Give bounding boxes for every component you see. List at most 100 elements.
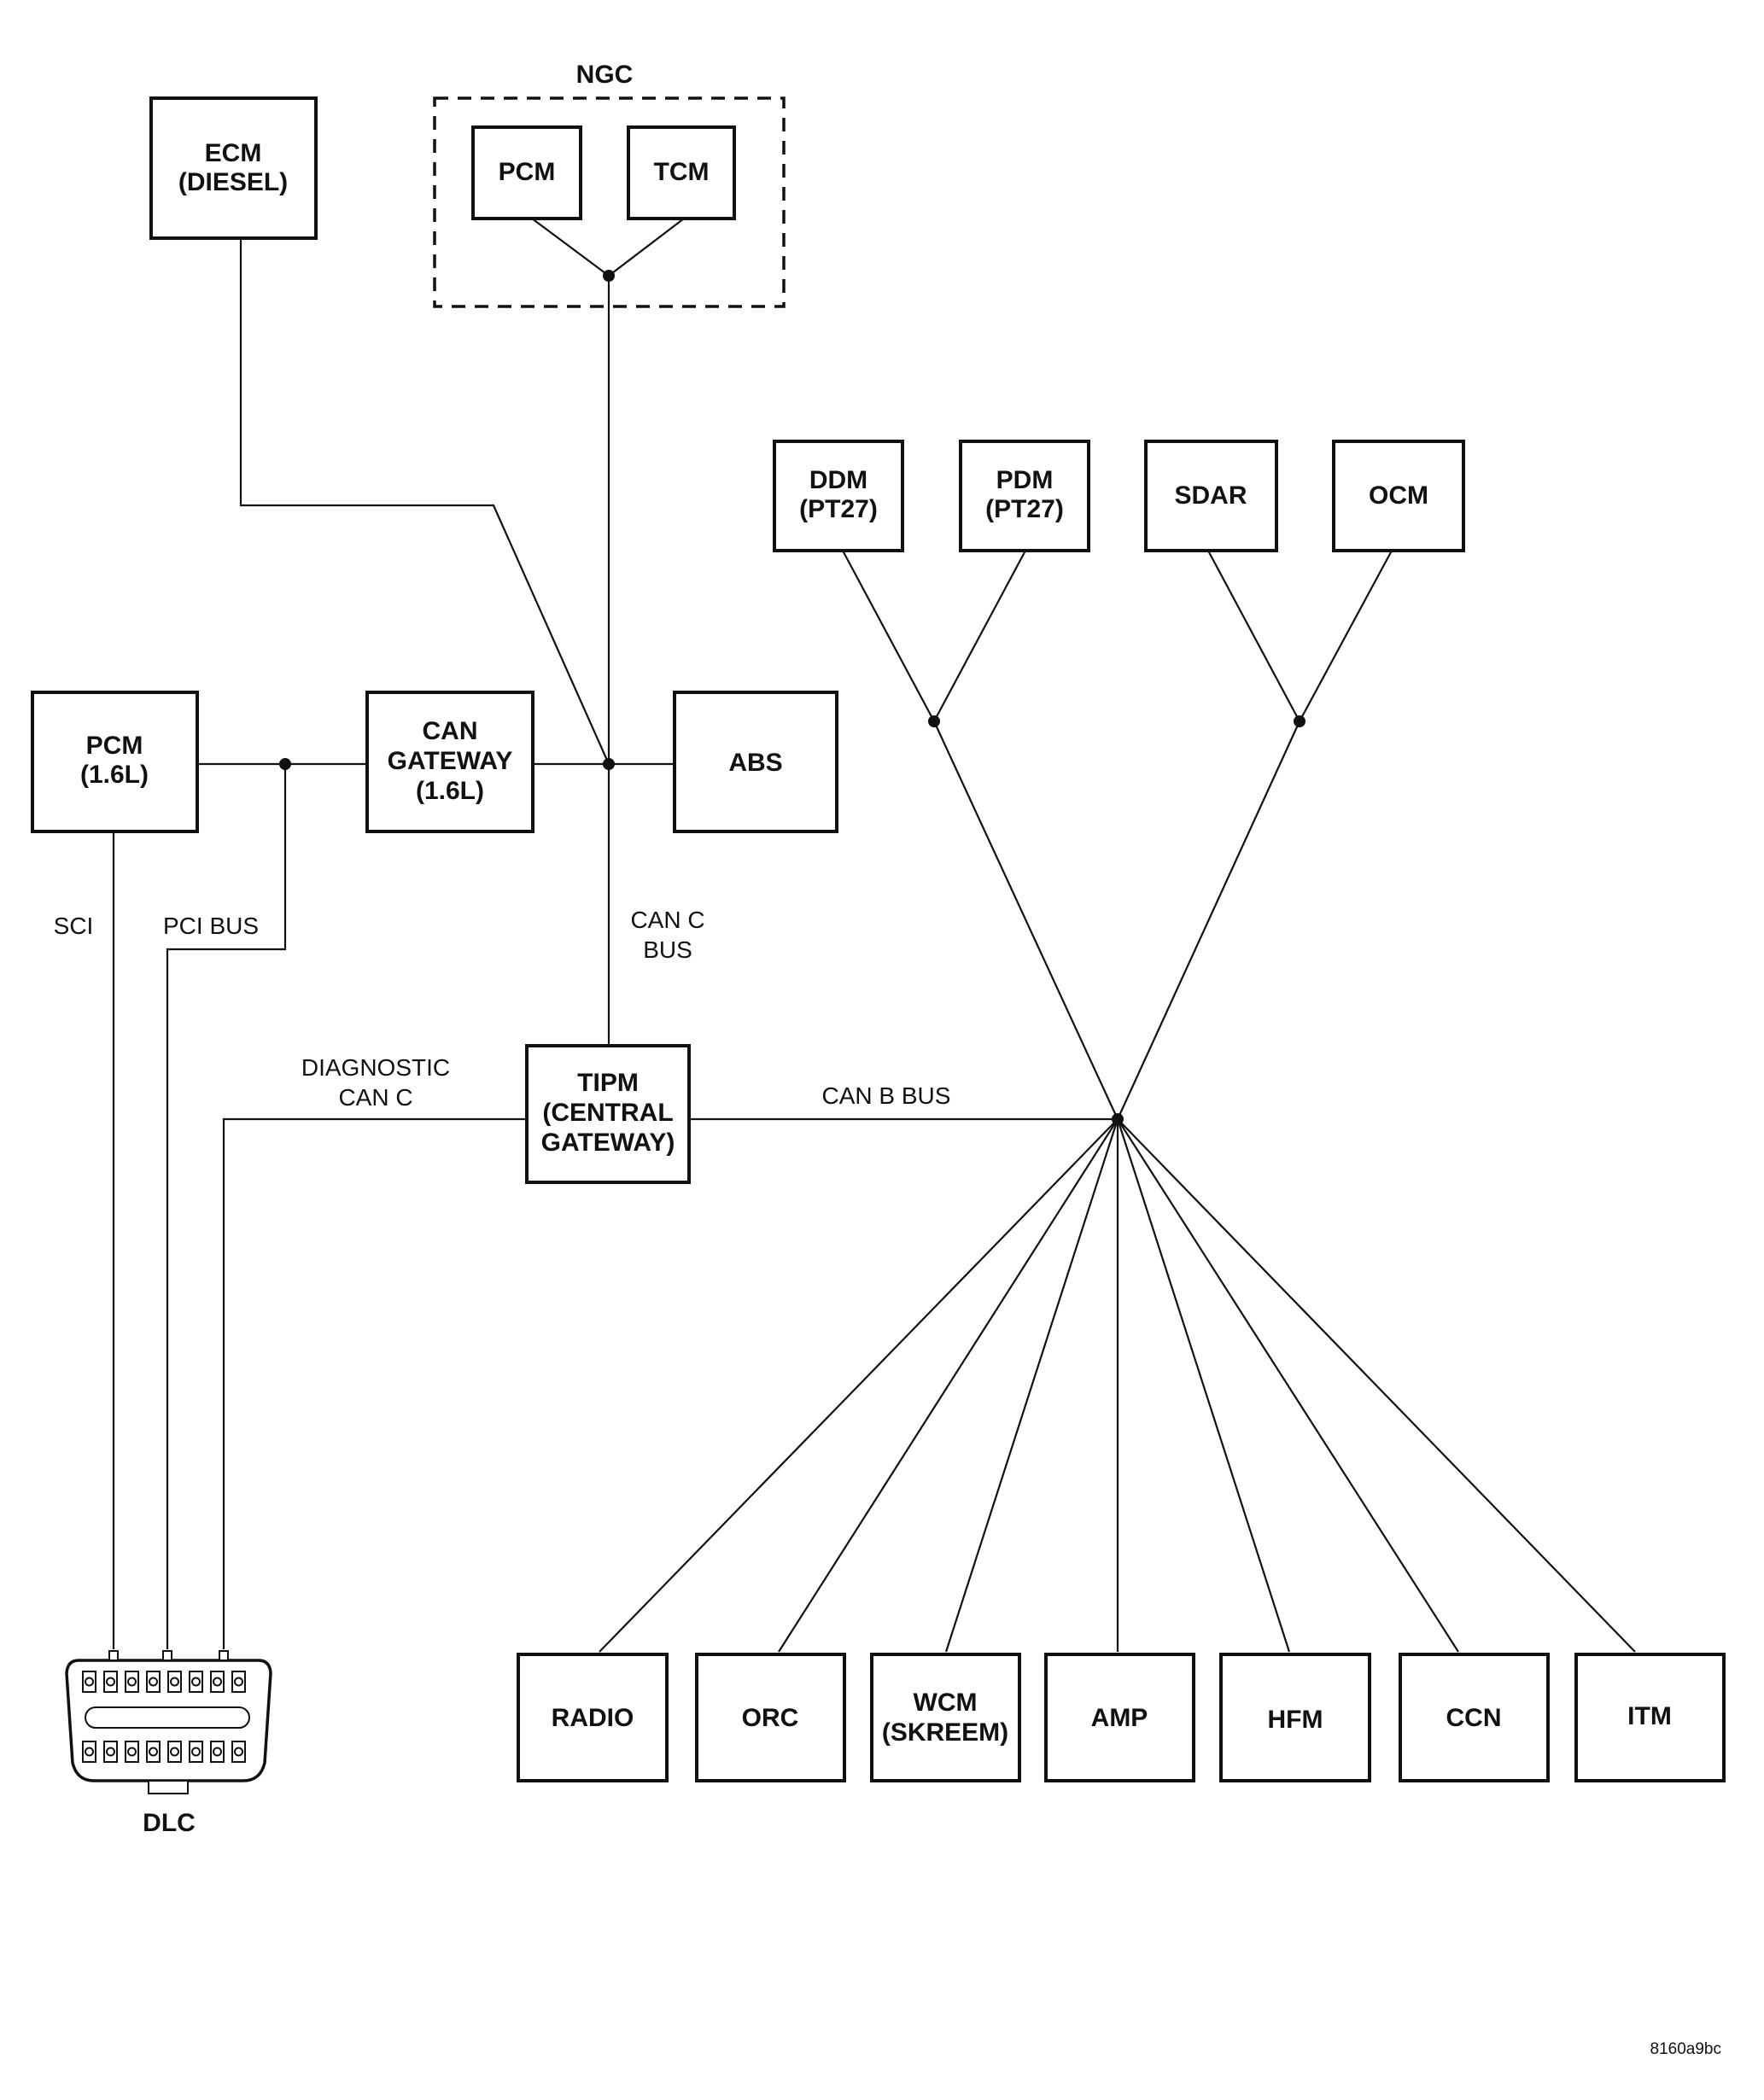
module-ddm: DDM(PT27): [773, 440, 904, 552]
module-label: TCM: [654, 158, 710, 186]
junction-can-c: [603, 758, 615, 770]
module-label: (DIESEL): [178, 168, 288, 196]
module-label: GATEWAY): [541, 1129, 675, 1157]
ngc-group-label: NGC: [576, 61, 634, 89]
module-label: HFM: [1268, 1706, 1323, 1734]
svg-text:ITM: ITM: [1627, 1702, 1672, 1730]
wire-ocm: [1299, 550, 1393, 722]
wire-itm: [1117, 1118, 1636, 1653]
wire-ddm: [842, 550, 935, 722]
bus-label-pci-bus: PCI BUS: [163, 913, 259, 939]
svg-text:ORC: ORC: [742, 1704, 799, 1732]
module-abs: ABS: [673, 691, 838, 833]
dlc-pin-hole: [149, 1747, 158, 1757]
junction-can-b: [1112, 1113, 1124, 1125]
module-label: (CENTRAL: [542, 1099, 673, 1127]
module-label: PDM: [996, 466, 1054, 494]
svg-text:HFM: HFM: [1268, 1706, 1323, 1734]
dlc-pin-hole: [106, 1747, 115, 1757]
dlc-pin-hole: [213, 1747, 222, 1757]
svg-text:ABS: ABS: [728, 749, 782, 777]
svg-text:AMP: AMP: [1091, 1704, 1148, 1732]
module-tcm: TCM: [627, 125, 736, 220]
module-label: TIPM: [577, 1069, 639, 1097]
svg-text:OCM: OCM: [1369, 481, 1428, 510]
module-label: CAN: [423, 717, 478, 745]
wire-radio: [599, 1118, 1119, 1653]
junction-ngc: [603, 270, 615, 282]
module-label: PCM: [499, 158, 556, 186]
svg-text:PCM: PCM: [499, 158, 556, 186]
wire-ecm-diesel: [239, 238, 610, 765]
wire-sdar-ocm-trunk: [1116, 720, 1301, 1120]
module-label: AMP: [1091, 1704, 1148, 1732]
svg-text:CCN: CCN: [1446, 1704, 1502, 1732]
module-orc: ORC: [695, 1653, 846, 1782]
wiring: [112, 218, 1636, 1653]
module-wcm: WCM(SKREEM): [870, 1653, 1021, 1782]
junction-ddm-pdm: [928, 715, 940, 727]
module-amp: AMP: [1044, 1653, 1195, 1782]
module-ecm-diesel: ECM(DIESEL): [149, 96, 318, 240]
svg-text:WCM(SKREEM): WCM(SKREEM): [882, 1689, 1008, 1747]
module-sdar: SDAR: [1144, 440, 1278, 552]
module-label: WCM: [914, 1689, 978, 1717]
dlc-pin-hole: [213, 1677, 222, 1687]
wire-diagnostic-can-c: [222, 1117, 527, 1649]
wire-ccn: [1117, 1118, 1459, 1653]
dlc-pin-hole: [191, 1677, 201, 1687]
dlc-connector: [65, 1650, 272, 1794]
module-label: DDM: [809, 466, 867, 494]
module-label: RADIO: [552, 1704, 634, 1732]
module-ocm: OCM: [1332, 440, 1465, 552]
module-label: SDAR: [1174, 481, 1247, 510]
dlc-pin-hole: [106, 1677, 115, 1687]
dlc-pin-hole: [127, 1747, 137, 1757]
module-label: (PT27): [985, 495, 1064, 523]
wire-pci-bus: [166, 764, 287, 1649]
svg-text:TCM: TCM: [654, 158, 710, 186]
module-pcm-16l: PCM(1.6L): [31, 691, 199, 833]
dlc-pin-hole: [85, 1747, 94, 1757]
module-label: OCM: [1369, 481, 1428, 510]
dlc-pin-hole: [170, 1677, 179, 1687]
svg-text:ECM(DIESEL): ECM(DIESEL): [178, 139, 288, 196]
dlc-pin-hole: [234, 1747, 243, 1757]
svg-text:PCM(1.6L): PCM(1.6L): [80, 732, 149, 789]
dlc-pin-hole: [85, 1677, 94, 1687]
module-hfm: HFM: [1219, 1653, 1371, 1782]
dlc-pin-hole: [149, 1677, 158, 1687]
ngc-group-outline: [433, 96, 786, 308]
svg-text:PDM(PT27): PDM(PT27): [985, 466, 1064, 523]
junction-sdar-ocm: [1294, 715, 1305, 727]
junctions: [279, 270, 1305, 1125]
bus-label-can-b-bus: CAN B BUS: [822, 1082, 951, 1109]
module-label: ABS: [728, 749, 782, 777]
module-pcm-ngc: PCM: [471, 125, 582, 220]
wire-wcm: [944, 1118, 1119, 1653]
wire-pcm-ngc-to-node: [531, 218, 610, 277]
module-ccn: CCN: [1399, 1653, 1550, 1782]
module-label: CCN: [1446, 1704, 1502, 1732]
module-itm: ITM: [1574, 1653, 1726, 1782]
svg-text:RADIO: RADIO: [552, 1704, 634, 1732]
wire-orc: [778, 1118, 1119, 1653]
module-label: (1.6L): [80, 761, 149, 789]
module-label: PCM: [86, 732, 143, 760]
module-label: ORC: [742, 1704, 799, 1732]
figure-code: 8160a9bc: [1650, 2040, 1721, 2058]
module-label: ITM: [1627, 1702, 1672, 1730]
module-radio: RADIO: [517, 1653, 669, 1782]
module-pdm: PDM(PT27): [959, 440, 1090, 552]
wire-hfm: [1116, 1118, 1291, 1653]
module-label: GATEWAY: [388, 747, 513, 775]
dlc-pin-hole: [170, 1747, 179, 1757]
dlc-pin-hole: [234, 1677, 243, 1687]
junction-pci: [279, 758, 291, 770]
